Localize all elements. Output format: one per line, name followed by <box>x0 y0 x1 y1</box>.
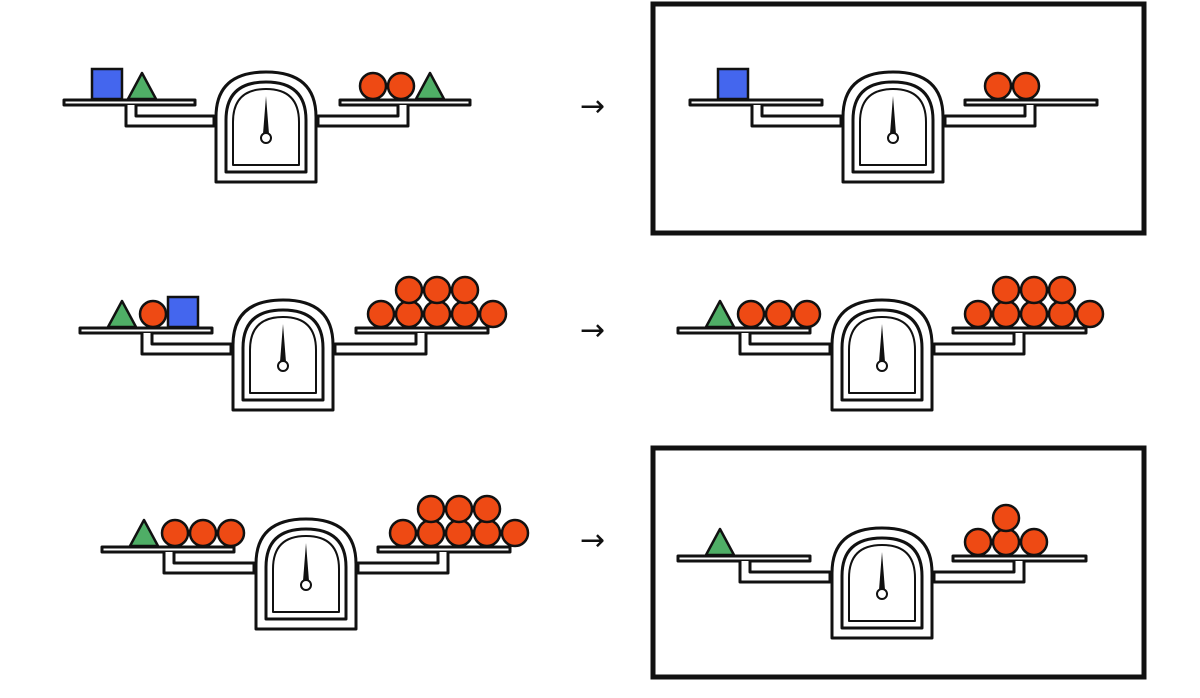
orange-circle <box>963 527 993 557</box>
needle <box>890 96 896 134</box>
scale-row-2-after <box>676 275 1105 412</box>
orange-circle <box>1047 299 1077 329</box>
orange-circle <box>991 299 1021 329</box>
arrow-row-2: → <box>580 313 605 348</box>
needle-pivot <box>277 360 289 372</box>
right-arm <box>356 552 450 575</box>
answer-frame-3 <box>650 445 1147 680</box>
orange-circle <box>1047 275 1077 305</box>
scale-row-2-before <box>78 275 508 412</box>
orange-circle <box>1019 527 1049 557</box>
needle <box>280 324 286 362</box>
right-arm <box>943 105 1037 128</box>
orange-circle <box>444 518 474 548</box>
green-triangle <box>704 527 736 557</box>
answer-frame-1 <box>650 1 1147 236</box>
orange-circle <box>736 299 766 329</box>
needle <box>879 552 885 590</box>
orange-circle <box>160 518 190 548</box>
blue-square <box>90 67 124 101</box>
orange-circle <box>1019 299 1049 329</box>
right-plate <box>376 545 512 554</box>
orange-circle <box>444 494 474 524</box>
orange-circle <box>366 299 396 329</box>
orange-circle <box>138 299 168 329</box>
orange-circle <box>1011 71 1041 101</box>
orange-circle <box>792 299 822 329</box>
orange-circle <box>422 299 452 329</box>
left-plate <box>676 326 812 335</box>
orange-circle <box>991 503 1021 533</box>
right-plate <box>354 326 490 335</box>
orange-circle <box>472 494 502 524</box>
orange-circle <box>422 275 452 305</box>
right-plate <box>951 554 1088 563</box>
orange-circle <box>394 299 424 329</box>
left-arm <box>124 105 216 128</box>
orange-circle <box>416 518 446 548</box>
orange-circle <box>963 299 993 329</box>
orange-circle <box>358 71 388 101</box>
left-arm <box>140 333 233 356</box>
orange-circle <box>764 299 794 329</box>
right-arm <box>932 561 1026 584</box>
orange-circle <box>394 275 424 305</box>
needle-pivot <box>300 579 312 591</box>
green-triangle <box>106 299 138 329</box>
left-plate <box>100 545 236 554</box>
orange-circle <box>450 299 480 329</box>
needle <box>263 96 269 134</box>
needle-pivot <box>876 588 888 600</box>
green-triangle <box>128 518 160 548</box>
orange-circle <box>478 299 508 329</box>
orange-circle <box>416 494 446 524</box>
right-plate <box>951 326 1088 335</box>
arrow-row-3: → <box>580 523 605 558</box>
right-arm <box>333 333 428 356</box>
orange-circle <box>991 275 1021 305</box>
left-plate <box>78 326 214 335</box>
arrow-row-1: → <box>580 89 605 124</box>
left-plate <box>62 98 197 107</box>
left-plate <box>688 98 824 107</box>
orange-circle <box>216 518 246 548</box>
orange-circle <box>450 275 480 305</box>
left-arm <box>162 552 256 575</box>
green-triangle <box>704 299 736 329</box>
right-arm <box>932 333 1026 356</box>
orange-circle <box>1019 275 1049 305</box>
needle <box>303 543 309 581</box>
orange-circle <box>388 518 418 548</box>
right-plate <box>338 98 472 107</box>
orange-circle <box>472 518 502 548</box>
needle-pivot <box>876 360 888 372</box>
green-triangle <box>414 71 446 101</box>
orange-circle <box>991 527 1021 557</box>
left-arm <box>738 333 832 356</box>
left-arm <box>750 105 843 128</box>
left-plate <box>676 554 812 563</box>
needle-pivot <box>260 132 272 144</box>
needle-pivot <box>887 132 899 144</box>
orange-circle <box>188 518 218 548</box>
scale-row-1-after <box>688 67 1099 184</box>
scale-row-3-before <box>100 494 530 631</box>
blue-square <box>166 295 200 329</box>
blue-square <box>716 67 750 101</box>
orange-circle <box>386 71 416 101</box>
orange-circle <box>983 71 1013 101</box>
right-arm <box>316 105 410 128</box>
orange-circle <box>500 518 530 548</box>
left-arm <box>738 561 832 584</box>
needle <box>879 324 885 362</box>
scale-row-1-before <box>62 67 472 184</box>
scale-row-3-after <box>676 503 1088 640</box>
green-triangle <box>126 71 158 101</box>
right-plate <box>963 98 1099 107</box>
orange-circle <box>1075 299 1105 329</box>
